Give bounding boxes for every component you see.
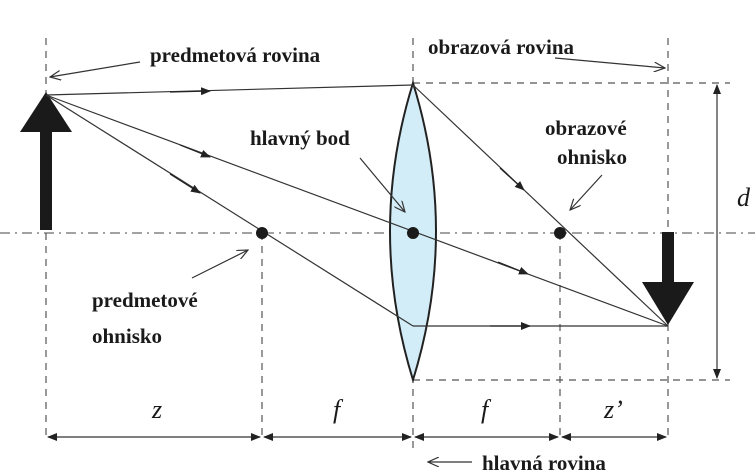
z-label: z — [151, 395, 162, 424]
ray-central — [45, 94, 669, 327]
object-arrow-head — [20, 92, 72, 132]
image-plane-pointer — [554, 57, 665, 68]
image-focus-label-line2: ohnisko — [557, 145, 627, 169]
object-focus-point — [256, 227, 268, 239]
ray-parallel-in — [45, 84, 414, 96]
image-focus-label-line1: obrazové — [545, 116, 627, 140]
principal-point-pointer — [359, 157, 405, 212]
f-right-label: f — [481, 395, 492, 424]
principal-plane-label: hlavná rovina — [482, 451, 606, 475]
object-focus-label-line2: ohnisko — [92, 324, 162, 348]
principal-point-label: hlavný bod — [250, 126, 350, 150]
ray-central-arrow-1 — [179, 144, 211, 158]
object-arrow-shaft — [40, 128, 52, 230]
image-plane-label: obrazová rovina — [428, 35, 575, 59]
ray-central-arrow-2 — [497, 261, 529, 275]
principal-point — [407, 227, 419, 239]
z-prime-label: z’ — [603, 395, 623, 424]
ray-parallel-out-arrow — [499, 167, 525, 191]
image-arrow-head — [642, 282, 694, 325]
object-plane-pointer — [50, 61, 141, 77]
object-focus-label-line1: predmetové — [92, 288, 198, 312]
f-left-label: f — [333, 395, 344, 424]
image-focus-point — [554, 227, 566, 239]
ray-focal-in — [45, 94, 414, 327]
ray-parallel-arrow — [169, 87, 211, 96]
ray-parallel-out — [412, 84, 669, 327]
object-focus-pointer — [191, 250, 248, 279]
ray-focal-arrow — [169, 173, 201, 194]
d-label: d — [737, 183, 751, 212]
image-arrow-shaft — [662, 232, 674, 284]
image-focus-pointer — [570, 174, 603, 210]
object-plane-label: predmetová rovina — [150, 43, 321, 67]
